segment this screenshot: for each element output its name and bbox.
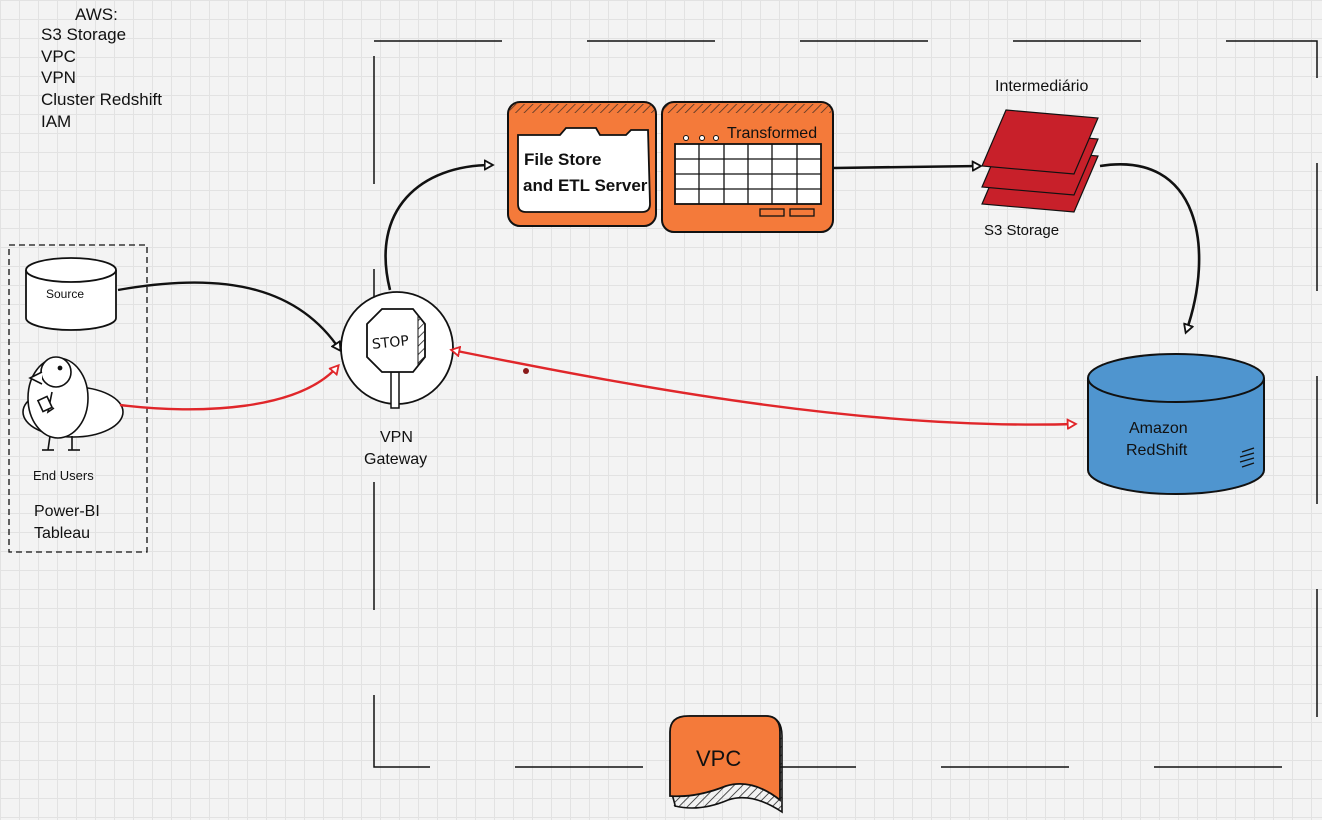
redshift-label-line1: Amazon (1129, 420, 1188, 437)
vpn-redshift-connector (452, 350, 1075, 425)
aws-item-vpc: VPC (41, 47, 76, 66)
s3-to-redshift-connector (1099, 163, 1201, 332)
end-users-label: End Users (33, 468, 94, 483)
transformed-data-icon (661, 101, 834, 233)
vpn-to-filestore-connector (384, 165, 492, 291)
tool-power-bi: Power-BI (34, 503, 100, 520)
s3-bottom-label: S3 Storage (984, 222, 1060, 238)
source-database-icon (25, 257, 117, 331)
file-store-label-line2: and ETL Server (523, 176, 648, 195)
vpn-gateway-icon (340, 291, 454, 409)
aws-item-vpn: VPN (41, 68, 76, 87)
redshift-label-line2: RedShift (1126, 442, 1188, 459)
transformed-label: Transformed (727, 125, 818, 142)
aws-item-redshift: Cluster Redshift (41, 90, 162, 109)
redshift-database-icon (1087, 353, 1265, 495)
connector-waypoint-dot (523, 368, 529, 374)
users-to-vpn-connector (119, 366, 338, 411)
tool-tableau: Tableau (34, 525, 91, 542)
transformed-to-s3-connector (833, 166, 980, 168)
source-to-vpn-connector (117, 281, 340, 351)
end-user-icon (22, 356, 124, 451)
vpn-gateway-label-line2: Gateway (364, 451, 428, 468)
s3-top-label: Intermediário (995, 78, 1089, 95)
source-label: Source (46, 287, 85, 301)
aws-item-s3: S3 Storage (41, 25, 127, 44)
aws-heading: AWS: (75, 5, 118, 24)
vpn-gateway-label-line1: VPN (380, 429, 413, 446)
s3-storage-icon (981, 109, 1099, 213)
aws-item-iam: IAM (41, 112, 72, 131)
vpc-tag-label: VPC (696, 746, 742, 771)
vpc-tag-icon (669, 715, 783, 814)
file-store-label-line1: File Store (524, 150, 602, 169)
vpc-boundary (373, 40, 1318, 768)
file-store-server-icon (507, 101, 657, 227)
client-group-boundary (8, 244, 148, 553)
